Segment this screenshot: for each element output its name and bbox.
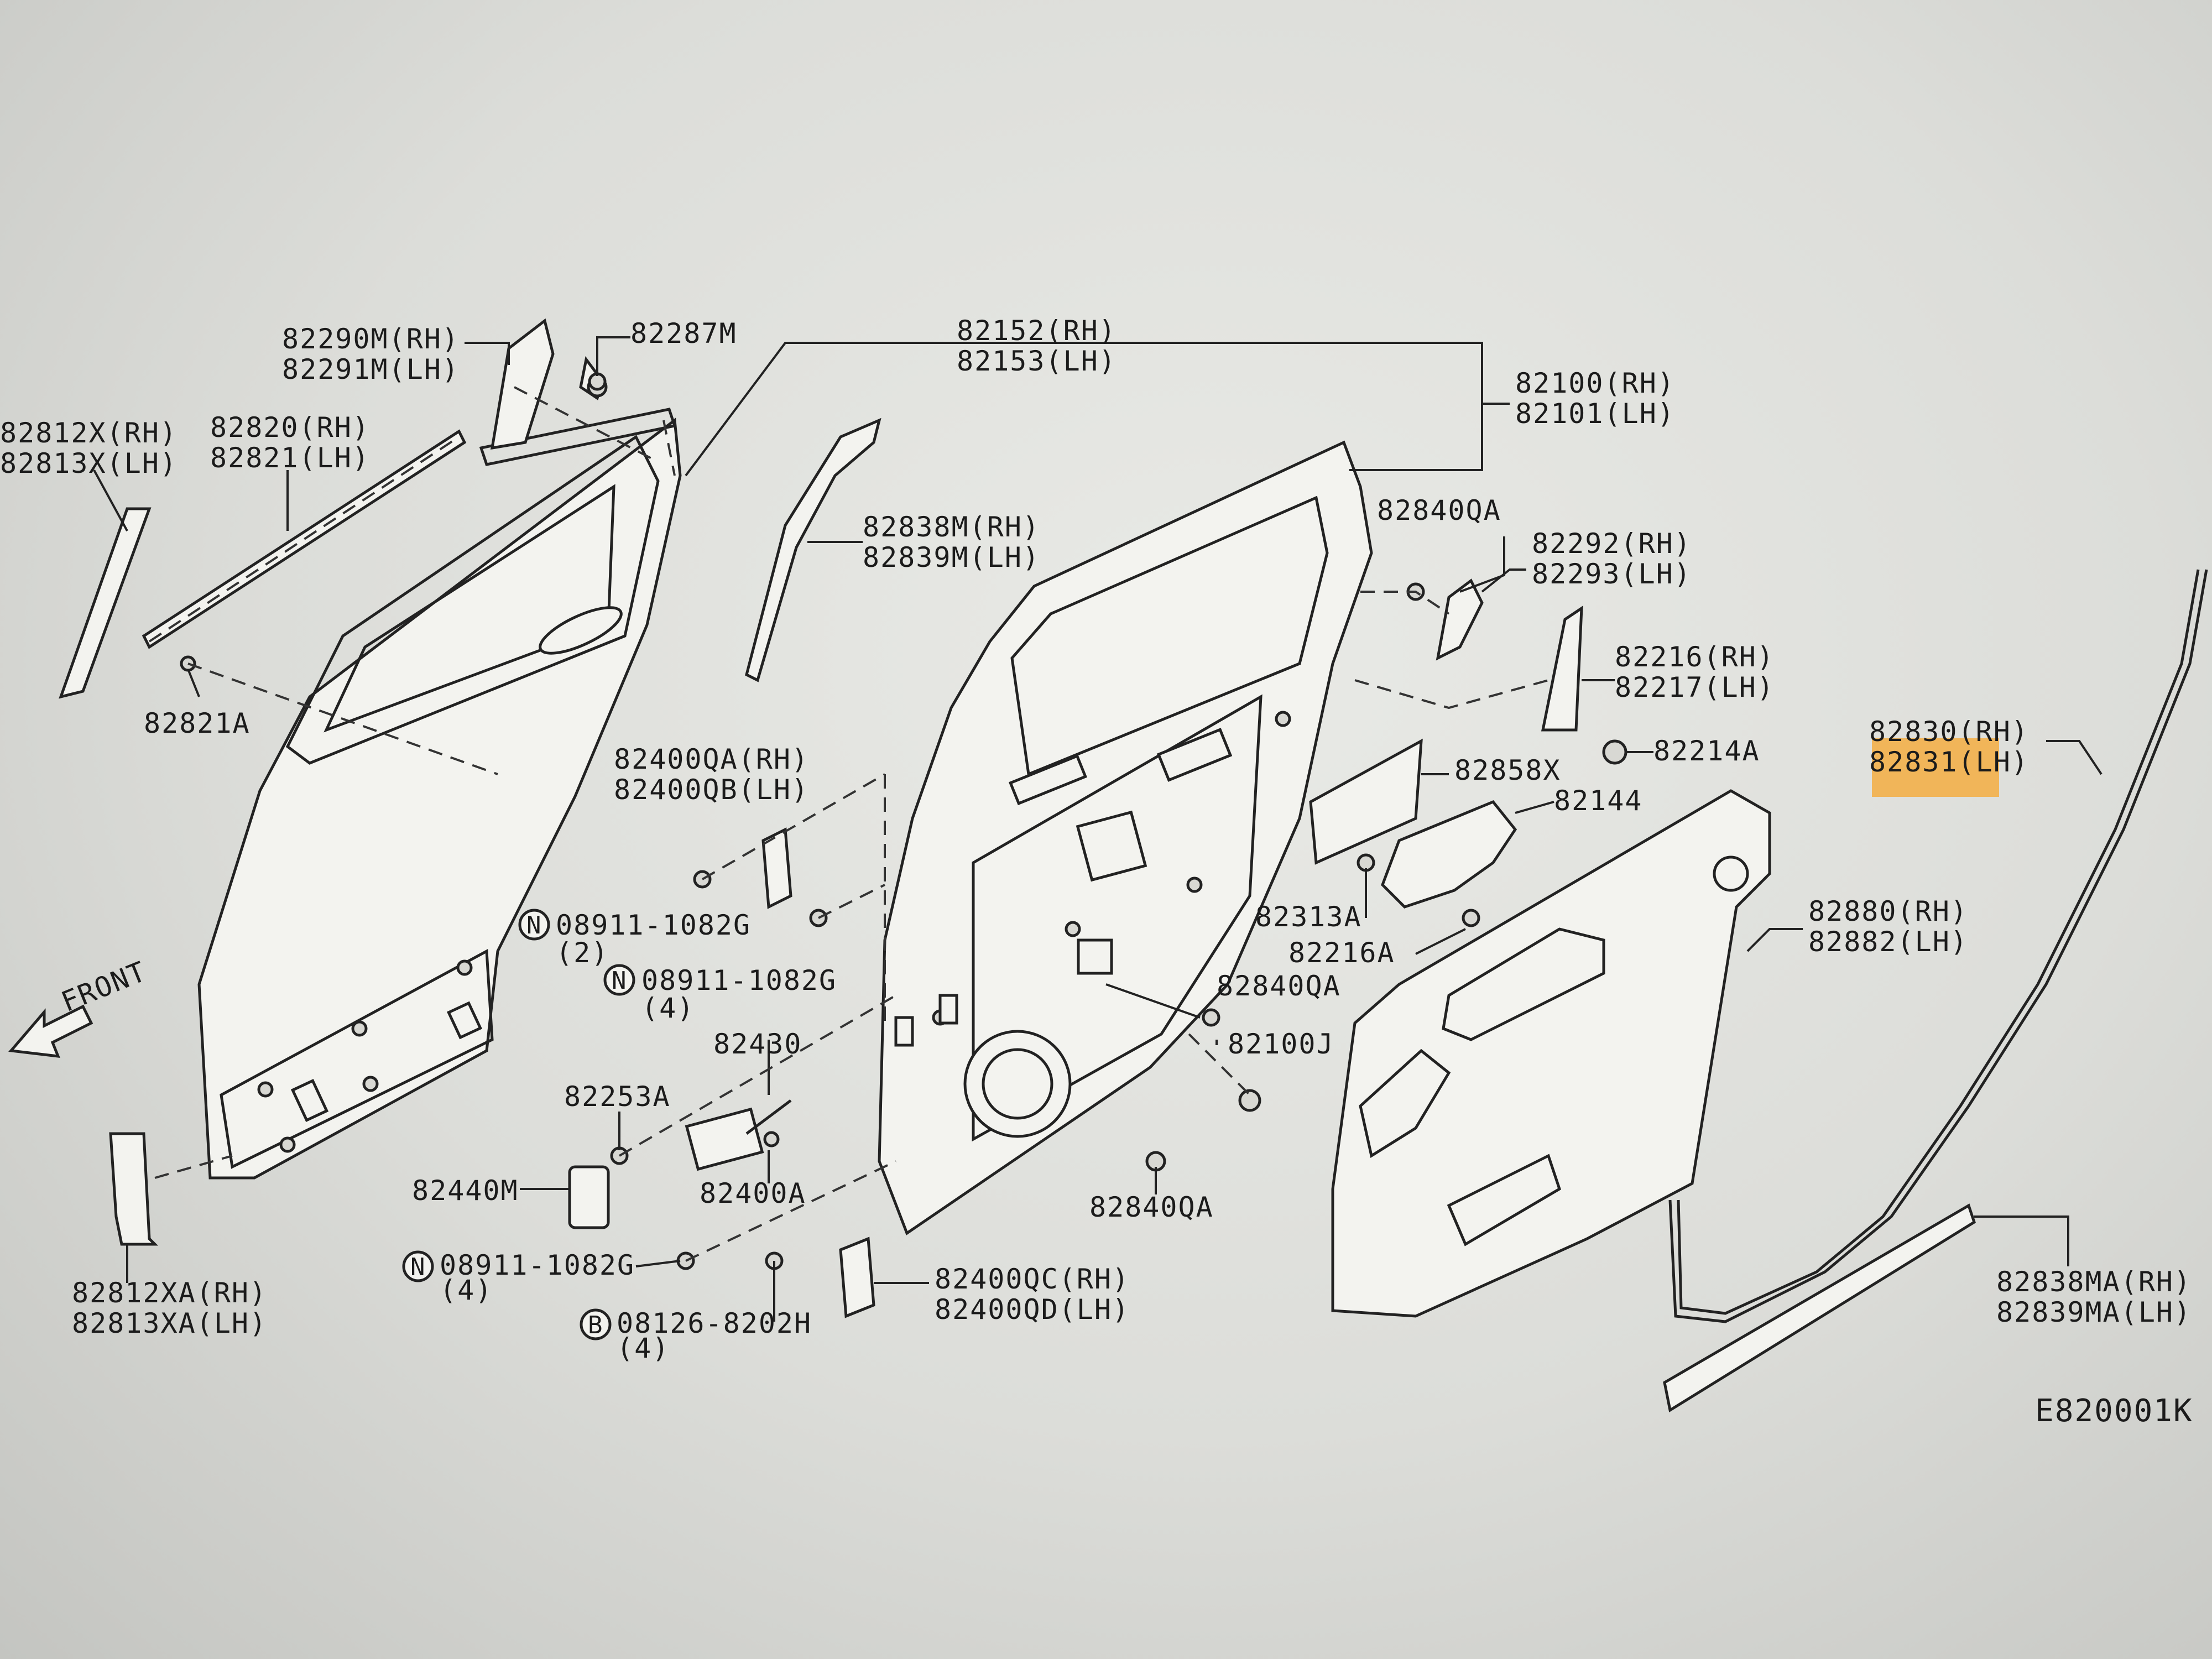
label-82838M: 82838M(RH) <box>863 511 1040 543</box>
label-08911-b: 08911-1082G <box>641 964 837 997</box>
label-82882: 82882(LH) <box>1808 926 1968 958</box>
label-82292: 82292(RH) <box>1532 528 1692 560</box>
label-82216A: 82216A <box>1288 937 1395 969</box>
label-82839MA: 82839MA(LH) <box>1996 1296 2192 1328</box>
label-82400A: 82400A <box>700 1177 806 1209</box>
label-82812X: 82812X(RH) <box>0 417 178 449</box>
bracket-82216 <box>1541 606 1627 765</box>
label-08911-a-qty: (2) <box>556 937 609 969</box>
clip-82216A <box>1462 909 1480 927</box>
label-82287M: 82287M <box>630 317 737 349</box>
label-82153: 82153(LH) <box>957 345 1117 377</box>
label-08911-c: 08911-1082G <box>440 1249 635 1281</box>
badge-n-1: N <box>526 911 542 940</box>
label-82840QA-bot: 82840QA <box>1089 1191 1214 1223</box>
sill-strip <box>1663 1203 1976 1413</box>
regulator-bracket <box>1381 800 1517 909</box>
pillar-trim <box>59 507 152 699</box>
label-82290M: 82290M(RH) <box>282 323 460 355</box>
label-82820: 82820(RH) <box>210 411 370 444</box>
label-82813X: 82813X(LH) <box>0 447 178 479</box>
label-82216: 82216(RH) <box>1615 641 1775 673</box>
label-82217: 82217(LH) <box>1615 671 1775 703</box>
diagram-code: E820001K <box>2035 1393 2193 1429</box>
door-weatherstrip <box>1668 569 2208 1323</box>
label-82100: 82100(RH) <box>1515 367 1675 399</box>
label-82821: 82821(LH) <box>210 442 370 474</box>
lower-trim <box>109 1132 159 1246</box>
label-82400QD: 82400QD(LH) <box>935 1293 1130 1326</box>
label-82400QC: 82400QC(RH) <box>935 1263 1130 1295</box>
label-08911-b-qty: (4) <box>641 992 695 1024</box>
badge-n-2: N <box>612 967 628 995</box>
label-82291M: 82291M(LH) <box>282 353 460 385</box>
label-82430: 82430 <box>713 1028 802 1060</box>
outer-door-panel <box>197 418 682 1180</box>
label-82440M: 82440M <box>412 1175 519 1207</box>
grommet-82100J <box>1238 1089 1261 1112</box>
label-82253A: 82253A <box>564 1081 671 1113</box>
glass-run-channel <box>745 418 881 682</box>
label-82152: 82152(RH) <box>957 315 1117 347</box>
label-08911-a: 08911-1082G <box>556 909 751 941</box>
inner-door-frame <box>878 440 1373 1235</box>
front-arrow <box>8 1004 93 1058</box>
label-82821A: 82821A <box>144 707 251 739</box>
clip-82313A <box>1357 853 1375 872</box>
badge-n-3: N <box>410 1253 426 1281</box>
label-82840QA-mid: 82840QA <box>1217 970 1341 1002</box>
label-82838MA: 82838MA(RH) <box>1996 1266 2192 1298</box>
highlight-82831 <box>1872 738 1999 797</box>
assembly-lines <box>154 386 1549 1262</box>
label-82880: 82880(RH) <box>1808 895 1968 927</box>
leader-lines <box>93 336 2103 1322</box>
label-82858X: 82858X <box>1454 754 1561 786</box>
label-82100J: 82100J <box>1228 1028 1334 1060</box>
label-82400QB: 82400QB(LH) <box>614 774 809 806</box>
label-82830: 82830(RH) <box>1869 716 2029 748</box>
label-08911-c-qty: (4) <box>440 1274 493 1306</box>
label-08126: 08126-8202H <box>617 1307 812 1339</box>
badges <box>402 909 635 1340</box>
small-bracket-82292 <box>1436 578 1484 661</box>
label-82831: 82831(LH) <box>1869 746 2029 778</box>
label-82812XA: 82812XA(RH) <box>72 1277 267 1309</box>
label-08126-qty: (4) <box>617 1332 670 1364</box>
label-82840QA-top: 82840QA <box>1377 494 1501 526</box>
belt-weatherstrip <box>142 429 467 649</box>
label-82839M: 82839M(LH) <box>863 541 1040 573</box>
sealing-screen <box>1309 738 1423 865</box>
clip-82287M <box>588 372 607 391</box>
clip-82840QA-mid <box>1202 1008 1220 1027</box>
label-82313A: 82313A <box>1255 901 1362 933</box>
door-trim-panel <box>1331 789 1771 1318</box>
label-82293: 82293(LH) <box>1532 558 1692 590</box>
label-82101: 82101(LH) <box>1515 398 1675 430</box>
label-82813XA: 82813XA(LH) <box>72 1307 267 1339</box>
label-82144: 82144 <box>1554 785 1643 817</box>
label-front: FRONT <box>57 955 152 1018</box>
label-82400QA: 82400QA(RH) <box>614 743 809 775</box>
badge-b-1: B <box>588 1311 604 1339</box>
hinges <box>568 827 875 1318</box>
label-82214A: 82214A <box>1653 735 1760 767</box>
